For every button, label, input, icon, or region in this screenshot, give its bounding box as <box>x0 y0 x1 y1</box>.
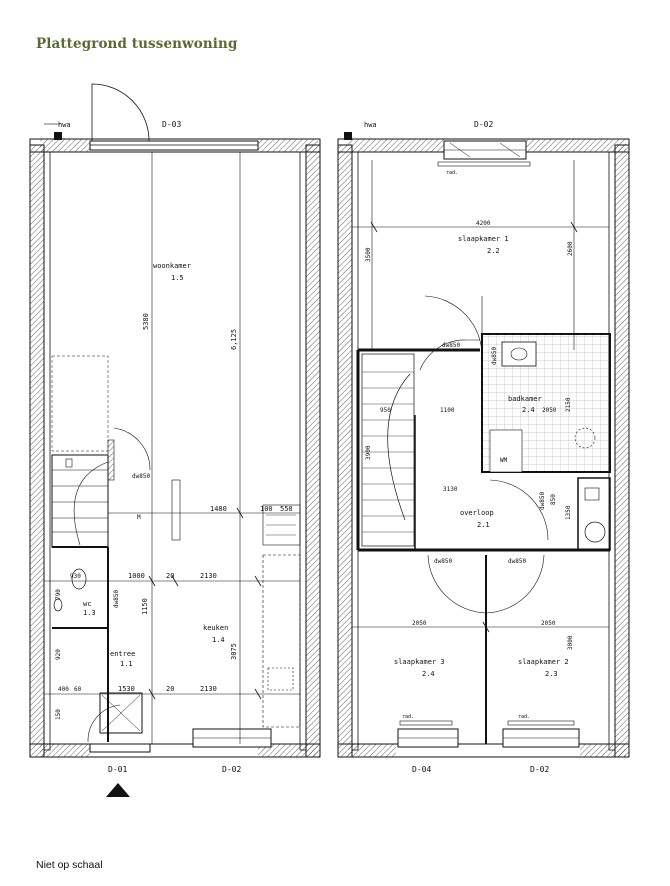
gf-elevation-front: D-03 <box>162 120 181 129</box>
gf-door-dw850b: dw850 <box>113 590 120 608</box>
north-arrow-icon <box>106 783 130 797</box>
ff-dim-2050: 2050 <box>542 407 557 414</box>
ff-wall-left <box>337 144 353 758</box>
ff-room-slaapkamer1: slaapkamer 1 <box>458 235 509 243</box>
gf-door-dw850a: dw850 <box>132 473 150 480</box>
gf-dim-790: 790 <box>55 589 62 600</box>
ff-door-dw850a: dw850 <box>442 342 460 349</box>
gf-facade-rear <box>29 743 321 758</box>
gf-dim-1000: 1000 <box>128 572 145 580</box>
ff-bathroom-sink <box>501 341 537 367</box>
gf-dim-20a: 20 <box>166 572 174 580</box>
scale-note: Niet op schaal <box>36 859 103 871</box>
ff-shower-drain <box>574 427 596 449</box>
page-title: Plattegrond tussenwoning <box>36 36 238 52</box>
ff-rad-bottom-right: rad. <box>518 714 530 720</box>
gf-wall-left <box>29 144 45 758</box>
gf-room-entree: entree <box>110 650 135 658</box>
gf-dim-3075: 3075 <box>230 643 238 660</box>
ff-dim-3000: 3000 <box>567 635 574 650</box>
ff-facade-rear <box>337 743 630 758</box>
gf-front-door-swing <box>91 83 150 142</box>
gf-wall-right <box>305 144 321 758</box>
gf-dim-5380: 5380 <box>142 313 150 330</box>
ff-dim-3500: 3500 <box>365 247 372 262</box>
ff-dim-950: 950 <box>380 407 391 414</box>
ff-elevation-front: D-02 <box>474 120 493 129</box>
gf-inner-lining-left <box>43 151 51 751</box>
ff-door-dw850b: dw850 <box>434 558 452 565</box>
ff-room-overloop: overloop <box>460 509 494 517</box>
gf-rear-door <box>89 743 151 753</box>
gf-dim-1530: 1530 <box>118 685 135 693</box>
gf-dim-60: 60 <box>74 686 82 693</box>
gf-frontdoor-frame <box>89 140 259 151</box>
gf-kitchen-counter <box>262 554 301 728</box>
ff-door-dw850e: dw850 <box>491 347 498 365</box>
gf-dim-2130b: 2130 <box>200 685 217 693</box>
gf-dim-100: 100 <box>260 505 273 513</box>
ff-door-dw850c: dw850 <box>508 558 526 565</box>
ff-dim-2050a: 2050 <box>412 620 427 627</box>
gf-elevation-back-right: D-02 <box>222 765 241 774</box>
gf-dim-20b: 20 <box>166 685 174 693</box>
gf-stair <box>51 454 109 548</box>
ff-dim-2600: 2600 <box>567 241 574 256</box>
ff-wm-label: WM <box>500 457 508 464</box>
gf-dim-930: 930 <box>70 573 81 580</box>
gf-dim-400: 400 <box>58 686 69 693</box>
ff-room-slaapkamer2: slaapkamer 2 <box>518 658 569 666</box>
gf-room-woonkamer: woonkamer <box>153 262 191 270</box>
ff-rad-bottom-left: rad. <box>402 714 414 720</box>
gf-dim-1480: 1480 <box>210 505 227 513</box>
ff-stair <box>361 353 415 547</box>
ff-hwa-label: hwa <box>364 121 377 129</box>
ff-dim-4200: 4200 <box>476 220 491 227</box>
ff-room-slaapkamer3: slaapkamer 3 <box>394 658 445 666</box>
gf-room-keuken: keuken <box>203 624 228 632</box>
ff-dim-2150: 2150 <box>565 397 572 412</box>
gf-dim-2130a: 2130 <box>200 572 217 580</box>
gf-dim-1150: 1150 <box>141 598 149 615</box>
gf-facade-front-hatch-l <box>40 139 90 152</box>
first-floor-plan <box>337 132 630 758</box>
gf-dim-920: 920 <box>55 649 62 660</box>
gf-meter-label: M <box>137 514 141 521</box>
gf-room-woonkamer-num: 1.5 <box>171 274 184 282</box>
ff-room-slaapkamer2-num: 2.3 <box>545 670 558 678</box>
ff-dim-3900: 3900 <box>365 445 372 460</box>
ff-room-slaapkamer1-num: 2.2 <box>487 247 500 255</box>
ff-dim-1100: 1100 <box>440 407 455 414</box>
gf-inner-lining-right <box>299 151 307 751</box>
ff-elevation-back-right: D-02 <box>530 765 549 774</box>
ff-room-overloop-num: 2.1 <box>477 521 490 529</box>
ff-dim-1350: 1350 <box>565 505 572 520</box>
ff-dim-3130: 3130 <box>443 486 458 493</box>
ground-floor-plan <box>29 83 321 758</box>
ff-room-badkamer: badkamer <box>508 395 542 403</box>
ff-room-slaapkamer3-num: 2.4 <box>422 670 435 678</box>
gf-room-wc-num: 1.3 <box>83 609 96 617</box>
ff-wall-right <box>614 144 630 758</box>
gf-hwa-label: hwa <box>58 121 71 129</box>
gf-room-entree-num: 1.1 <box>120 660 133 668</box>
ff-rad-top: rad. <box>446 170 458 176</box>
gf-dim-550: 550 <box>280 505 293 513</box>
gf-elevation-back-left: D-01 <box>108 765 127 774</box>
ff-door-dw850d: dw850 <box>539 492 546 510</box>
gf-dim-6125: 6,125 <box>230 329 238 350</box>
ff-dim-850: 850 <box>550 494 557 505</box>
ff-dim-2050b: 2050 <box>541 620 556 627</box>
gf-toilet <box>71 568 87 590</box>
gf-facade-front-hatch-r <box>258 139 318 152</box>
gf-room-keuken-num: 1.4 <box>212 636 225 644</box>
gf-room-wc: wc <box>83 600 91 608</box>
gf-facade-front <box>29 138 321 153</box>
ff-toilet <box>584 521 606 543</box>
gf-dim-150: 150 <box>55 709 62 720</box>
ff-room-badkamer-num: 2.4 <box>522 406 535 414</box>
ff-elevation-back-left: D-04 <box>412 765 431 774</box>
